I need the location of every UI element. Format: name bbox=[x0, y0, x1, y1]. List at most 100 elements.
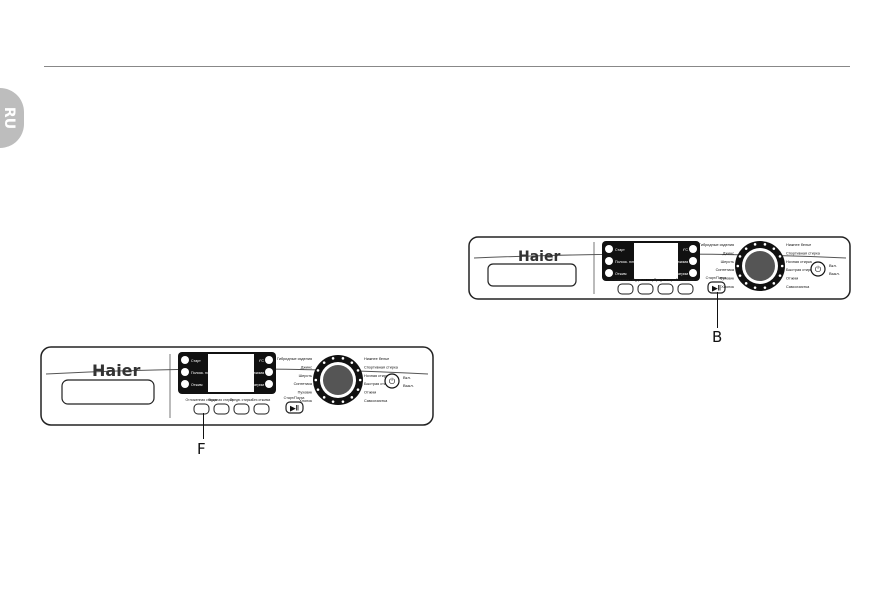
dial-program-label: Синтетика bbox=[716, 268, 735, 272]
start-pause-button[interactable] bbox=[285, 401, 304, 414]
dial-program-label: Гибридные изделия bbox=[277, 357, 312, 361]
bottom-button-4[interactable] bbox=[253, 403, 270, 415]
lcd-display bbox=[634, 243, 678, 279]
dial-program-label: Самоочистка bbox=[786, 285, 810, 289]
dial-indicator bbox=[763, 243, 767, 246]
callout-f: F bbox=[197, 440, 206, 458]
bottom-button-1[interactable] bbox=[193, 403, 210, 415]
right-button-label: Затрим bbox=[676, 272, 689, 276]
dial-program-label: Джинс bbox=[301, 365, 312, 369]
dial-indicator bbox=[331, 357, 335, 360]
left-button-1[interactable] bbox=[181, 356, 189, 364]
dial-indicator bbox=[331, 400, 335, 403]
right-button-label: t°C bbox=[259, 359, 264, 363]
dial-indicator bbox=[350, 361, 354, 364]
dial-indicator bbox=[341, 357, 345, 360]
right-button-3[interactable] bbox=[689, 269, 697, 277]
right-button-label: Затрим bbox=[252, 383, 265, 387]
language-tab: RU bbox=[0, 88, 24, 148]
start-pause-label: Старт/Пауза bbox=[706, 276, 727, 280]
bottom-button-label: Предв. стирка bbox=[230, 398, 252, 402]
dial-indicator bbox=[738, 274, 742, 277]
dial-program-label: Пуховик bbox=[298, 391, 313, 395]
dial-program-label: Нижнее белье bbox=[786, 243, 811, 247]
dial-indicator bbox=[316, 388, 320, 391]
dial-program-label: Хлопок bbox=[299, 399, 312, 403]
dial-indicator bbox=[753, 243, 757, 246]
dial-program-label: Спортивная стирка bbox=[364, 365, 399, 369]
start-pause-button[interactable] bbox=[707, 281, 726, 294]
dial-program-label: Спортивная стирка bbox=[786, 251, 821, 255]
power-icon: ⏻ bbox=[815, 265, 822, 274]
bottom-button-label: Без отжима bbox=[252, 398, 271, 402]
dial-indicator bbox=[358, 378, 362, 382]
dial-indicator bbox=[778, 274, 782, 277]
header-rule bbox=[44, 66, 850, 67]
power-button[interactable] bbox=[384, 373, 400, 389]
dial-program-label: Джинс bbox=[723, 251, 734, 255]
bottom-button-2[interactable] bbox=[637, 283, 654, 295]
dial-indicator bbox=[356, 369, 360, 372]
detergent-drawer-handle[interactable] bbox=[61, 379, 155, 405]
bottom-button-label: Предв. стирка bbox=[654, 278, 676, 282]
dial-indicator bbox=[341, 400, 345, 403]
program-dial-knob[interactable] bbox=[323, 365, 353, 395]
dial-indicator bbox=[322, 396, 326, 399]
dial-indicator bbox=[778, 255, 782, 258]
detergent-drawer-handle[interactable] bbox=[487, 263, 577, 287]
left-button-3[interactable] bbox=[181, 380, 189, 388]
power-button[interactable] bbox=[810, 261, 826, 277]
language-tab-label: RU bbox=[1, 106, 18, 130]
dial-program-label: Хлопок bbox=[721, 285, 734, 289]
left-button-1[interactable] bbox=[605, 245, 613, 253]
dial-indicator bbox=[350, 396, 354, 399]
callout-f-line bbox=[203, 413, 204, 439]
dial-program-label: Ночная стирка bbox=[786, 260, 813, 264]
dial-program-label: Синтетика bbox=[294, 382, 313, 386]
bottom-button-label: Отложенная стирка bbox=[185, 398, 216, 402]
bottom-button-label: Отложенная стирка bbox=[609, 278, 640, 282]
dial-indicator bbox=[772, 247, 776, 250]
bottom-button-2[interactable] bbox=[213, 403, 230, 415]
right-button-label: Скорость отжима bbox=[235, 371, 264, 375]
bottom-button-3[interactable] bbox=[657, 283, 674, 295]
left-button-label: Отжим bbox=[615, 272, 627, 276]
dial-program-label: Гибридные изделия bbox=[699, 243, 734, 247]
play-pause-icon: ▶‖ bbox=[289, 406, 299, 413]
left-button-2[interactable] bbox=[605, 257, 613, 265]
dial-indicator bbox=[316, 369, 320, 372]
brand-logo: Haier bbox=[92, 361, 141, 380]
right-button-1[interactable] bbox=[265, 356, 273, 364]
dial-indicator bbox=[744, 282, 748, 285]
play-pause-icon: ▶‖ bbox=[711, 286, 721, 293]
bottom-button-3[interactable] bbox=[233, 403, 250, 415]
power-label: Вкл. bbox=[829, 263, 837, 268]
right-button-3[interactable] bbox=[265, 380, 273, 388]
dial-program-label: Отжим bbox=[364, 391, 376, 395]
bottom-button-label: Водяная стирка bbox=[209, 398, 234, 402]
bottom-button-4[interactable] bbox=[677, 283, 694, 295]
callout-b: B bbox=[712, 328, 723, 346]
right-button-2[interactable] bbox=[265, 368, 273, 376]
dial-indicator bbox=[356, 388, 360, 391]
dial-indicator bbox=[772, 282, 776, 285]
dial-program-label: Отжим bbox=[786, 277, 798, 281]
right-button-1[interactable] bbox=[689, 245, 697, 253]
right-button-label: t°C bbox=[683, 248, 688, 252]
dial-program-label: Ночная стирка bbox=[364, 374, 391, 378]
dial-indicator bbox=[314, 378, 318, 382]
right-button-2[interactable] bbox=[689, 257, 697, 265]
right-button-label: Скорость отжима bbox=[659, 260, 688, 264]
bottom-button-label: Без отжима bbox=[676, 278, 695, 282]
brand-logo: Haier bbox=[518, 249, 560, 265]
dial-program-label: Шерсть bbox=[721, 260, 734, 264]
bottom-button-1[interactable] bbox=[617, 283, 634, 295]
left-button-2[interactable] bbox=[181, 368, 189, 376]
power-label: Выкл. bbox=[403, 383, 414, 388]
left-button-3[interactable] bbox=[605, 269, 613, 277]
dial-indicator bbox=[736, 264, 740, 268]
program-dial-knob[interactable] bbox=[745, 251, 775, 281]
dial-indicator bbox=[738, 255, 742, 258]
